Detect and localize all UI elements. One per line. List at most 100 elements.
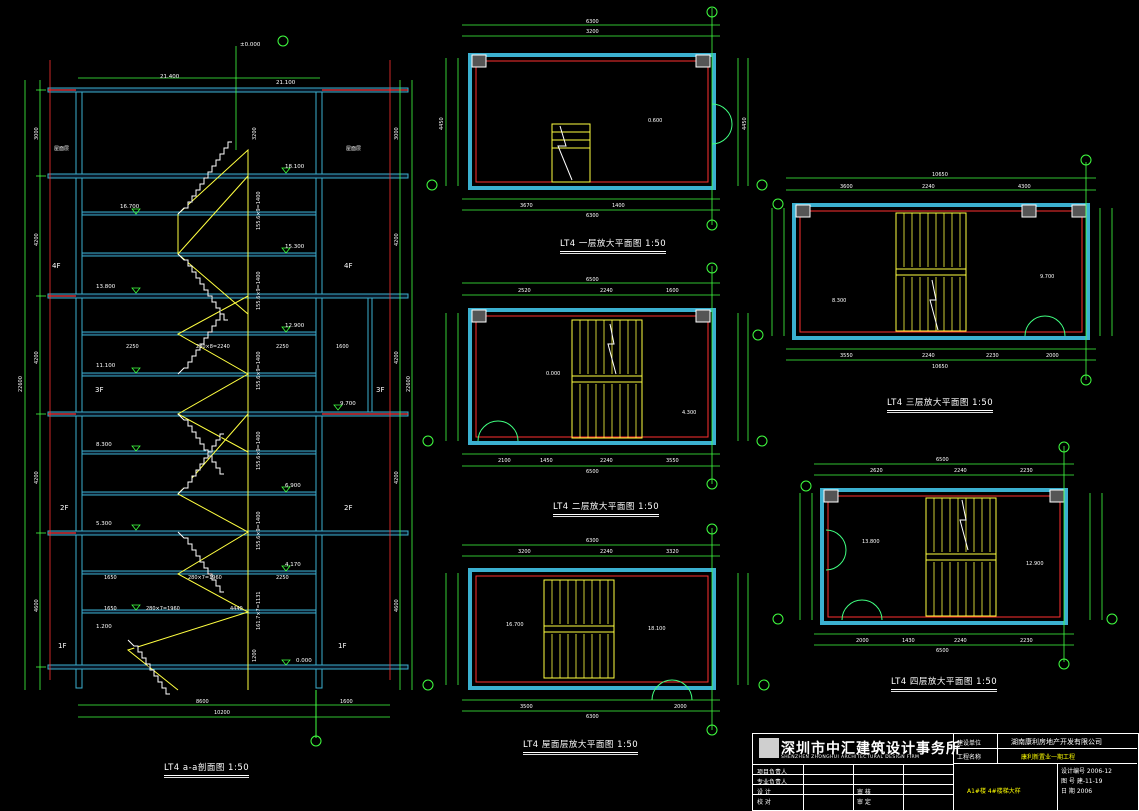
level-text: 15.300	[285, 244, 305, 250]
dimension-text: 1600	[336, 344, 349, 350]
title-block: 深圳市中汇建筑设计事务所 SHENZHEN ZHONGHUI ARCHITECT…	[752, 733, 1139, 811]
dimension-text: 6300	[586, 213, 599, 219]
dimension-text: 10650	[932, 364, 948, 370]
plan-floor-1: 6300 3200 3670 1400 6300 0.600 4450 4450	[426, 6, 768, 231]
dimension-text: 2250	[276, 575, 289, 581]
drawing-title: A1#楼 4#楼梯大样	[967, 788, 1021, 795]
dimension-text: 1600	[666, 288, 679, 294]
dimension-text: 1450	[540, 458, 553, 464]
dimension-text: 6300	[586, 538, 599, 544]
level-text: 4.300	[682, 410, 696, 416]
dimension-text: 155.6×9=1400	[256, 271, 262, 310]
dimension-text: 280×7=1960	[188, 575, 222, 581]
project-label: 工程名称	[957, 754, 982, 761]
level-text: 13.800	[862, 539, 880, 545]
dimension-text: 2240	[954, 638, 967, 644]
dimension-text: 3670	[520, 203, 533, 209]
dimension-text: 4200	[394, 471, 400, 484]
drawing-number: 设计编号 2006-12	[1061, 768, 1112, 775]
dimension-text: 4600	[394, 599, 400, 612]
level-text: 16.700	[120, 204, 140, 210]
section-caption: LT4 a-a剖面图 1:50	[164, 763, 250, 778]
floor-label: 4F	[52, 262, 60, 270]
dimension-text: 4200	[34, 233, 40, 246]
dimension-text: 2240	[600, 458, 613, 464]
dimension-text: 4200	[34, 471, 40, 484]
drawing-date: 日 期 2006	[1061, 788, 1093, 795]
level-text: 8.300	[96, 442, 112, 448]
client-label: 建设单位	[957, 740, 982, 747]
dimension-text: 6500	[586, 469, 599, 475]
roof-label: 屋面层	[346, 146, 361, 152]
dimension-text: 22600	[406, 376, 412, 392]
dimension-text: 155.6×9=1400	[256, 431, 262, 470]
dimension-text: 3320	[666, 549, 679, 555]
dimension-text: 2230	[1020, 638, 1033, 644]
dimension-text: 2000	[674, 704, 687, 710]
plan-caption: LT4 屋面层放大平面图 1:50	[523, 740, 639, 755]
dimension-text: 10200	[214, 710, 230, 716]
floor-label: 2F	[344, 504, 352, 512]
section-view: 16.700 13.800 11.100 8.300 5.300 1.200 1…	[18, 35, 413, 747]
dimension-text: 6500	[936, 648, 949, 654]
dimension-text: 3200	[518, 549, 531, 555]
dimension-text: 1400	[612, 203, 625, 209]
dimension-text: 10650	[932, 172, 948, 178]
signature-role: 审 定	[857, 799, 871, 806]
signature-role: 校 对	[757, 799, 771, 806]
floor-label: 4F	[344, 262, 352, 270]
dimension-text: 4200	[34, 351, 40, 364]
plan-floor-2: 6500 2520 2240 1600 2100 1450 2240 3550 …	[422, 262, 768, 490]
level-text: 21.100	[276, 80, 296, 86]
dimension-text: 2240	[922, 184, 935, 190]
plan-caption: LT4 二层放大平面图 1:50	[553, 502, 660, 517]
dimension-text: 2000	[1046, 353, 1059, 359]
dimension-text: 280×8=2240	[196, 344, 230, 350]
dimension-text: 1650	[104, 606, 117, 612]
dimension-text: 6500	[586, 277, 599, 283]
dimension-text: 8600	[196, 699, 209, 705]
level-text: 4.170	[285, 562, 301, 568]
project-name: 康利新置业一期工程	[1021, 754, 1076, 761]
firm-name-en: SHENZHEN ZHONGHUI ARCHITECTURAL DESIGN F…	[781, 755, 920, 760]
dimension-text: 3000	[394, 127, 400, 140]
dimension-text: 3550	[840, 353, 853, 359]
dimension-text: 155.6×9=1400	[256, 191, 262, 230]
axis-note: ±0.000	[240, 42, 261, 48]
drawing-page: 图 号 建-11-19	[1061, 778, 1103, 785]
dimension-text: 3600	[840, 184, 853, 190]
level-text: 6.900	[285, 483, 301, 489]
plan-caption: LT4 一层放大平面图 1:50	[560, 239, 667, 254]
plan-floor-3: 10650 3600 2240 4300 3550 2240 2230 2000…	[752, 154, 1113, 386]
plan-caption: LT4 三层放大平面图 1:50	[887, 398, 994, 413]
dimension-text: 4200	[394, 233, 400, 246]
level-text: 9.700	[340, 401, 356, 407]
dimension-text: 2230	[986, 353, 999, 359]
roof-label: 屋面层	[54, 146, 69, 152]
dimension-text: 2100	[498, 458, 511, 464]
signature-role: 项目负责人	[757, 769, 788, 776]
dimension-text: 3200	[252, 127, 258, 140]
level-text: 0.000	[296, 658, 312, 664]
dimension-text: 6300	[586, 19, 599, 25]
level-text: 13.800	[96, 284, 116, 290]
dimension-text: 2250	[126, 344, 139, 350]
dimension-text: 4450	[742, 117, 748, 130]
level-text: 9.700	[1040, 274, 1054, 280]
dimension-text: 1650	[104, 575, 117, 581]
dimension-text: 4300	[1018, 184, 1031, 190]
dimension-text: 155.6×9=1400	[256, 511, 262, 550]
dimension-text: 1200	[252, 649, 258, 662]
dimension-text: 3200	[586, 29, 599, 35]
dimension-text: 155.6×9=1400	[256, 351, 262, 390]
dimension-text: 2240	[600, 288, 613, 294]
dimension-text: 3500	[520, 704, 533, 710]
dimension-text: 4200	[394, 351, 400, 364]
level-text: 1.200	[96, 624, 112, 630]
level-text: 21.400	[160, 74, 180, 80]
signature-role: 设 计	[757, 789, 771, 796]
dimension-text: 161.7×7=1131	[256, 591, 262, 630]
dimension-text: 2520	[518, 288, 531, 294]
dimension-text: 4440	[230, 606, 243, 612]
